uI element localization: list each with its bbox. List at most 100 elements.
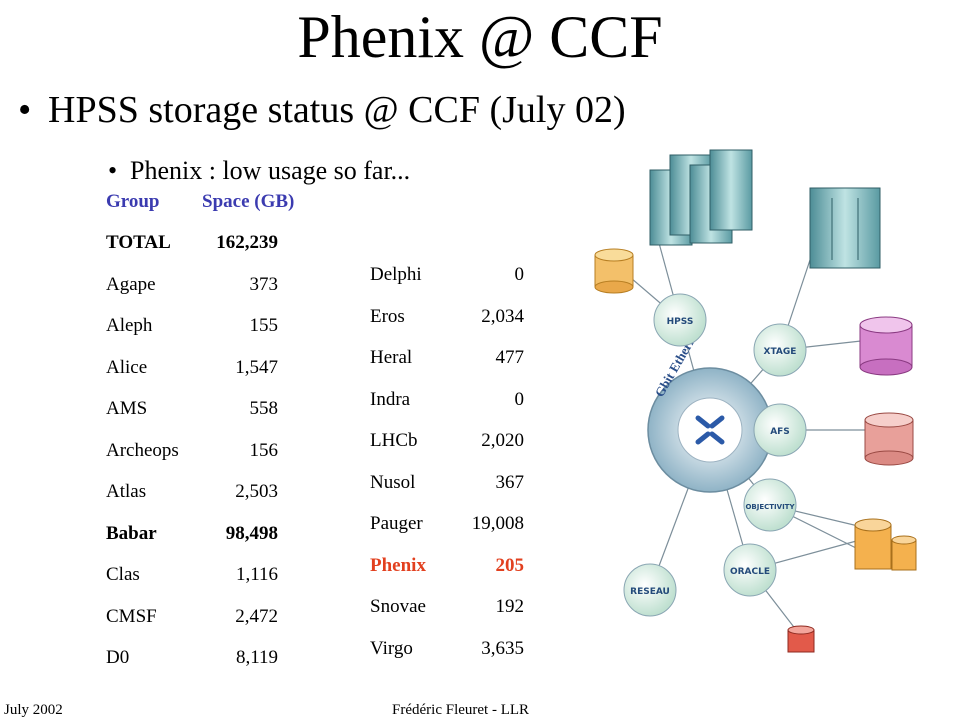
space-value: 205 [495, 554, 525, 576]
footer-author: Frédéric Fleuret - LLR [392, 702, 530, 718]
storage-cylinder-icon [594, 248, 634, 294]
space-value: 156 [249, 439, 279, 461]
group-name: CMSF [106, 605, 157, 627]
right-table-row: Heral 477 [370, 346, 528, 370]
group-name: Atlas [106, 481, 147, 502]
bullet-marker: • [108, 156, 118, 185]
space-value: 162,239 [216, 232, 278, 253]
space-value: 3,635 [481, 637, 524, 659]
space-value: 1,116 [235, 564, 278, 585]
sub-bullet-text: Phenix : low usage so far... [130, 156, 411, 185]
group-name: Agape [106, 273, 156, 295]
node-globe-icon [753, 323, 807, 377]
group-name: Heral [370, 347, 413, 368]
diagram-node: RESEAU [623, 563, 677, 617]
node-label: XTAGE [764, 347, 797, 357]
space-value: 98,498 [225, 522, 278, 544]
node-label: RESEAU [630, 587, 670, 597]
space-value: 1,547 [235, 356, 278, 378]
group-name: Aleph [106, 315, 153, 336]
slide-title: Phenix @ CCF [297, 4, 663, 70]
server-cabinet-icon [809, 187, 881, 269]
group-name: Archeops [106, 439, 179, 461]
diagram-node: XTAGE [753, 323, 807, 377]
left-table-row: Agape 373 [106, 273, 282, 297]
group-name: Delphi [370, 264, 422, 285]
group-name: Snovae [370, 596, 426, 617]
group-name: Phenix [370, 554, 426, 576]
right-table-row: LHCb 2,020 [370, 429, 528, 453]
group-name: Alice [106, 356, 148, 378]
space-value: 477 [495, 347, 525, 368]
storage-cylinder-icon [787, 625, 815, 653]
space-value: 2,472 [235, 605, 278, 627]
right-table-row: Snovae 192 [370, 595, 528, 619]
node-globe-icon [623, 563, 677, 617]
group-name: Clas [106, 564, 140, 585]
space-value: 367 [495, 471, 525, 493]
sub-bullet: • Phenix : low usage so far... [108, 154, 410, 188]
group-name: AMS [106, 398, 148, 419]
left-table-row: TOTAL 162,239 [106, 231, 282, 255]
node-label: AFS [770, 427, 790, 437]
group-name: Nusol [370, 471, 416, 493]
space-value: 19,008 [471, 513, 524, 534]
storage-cylinder-icon [854, 518, 917, 571]
space-value: 2,020 [481, 430, 524, 451]
group-name: TOTAL [106, 232, 171, 253]
left-table-row: CMSF 2,472 [106, 605, 282, 629]
group-name: Virgo [370, 637, 413, 659]
bullet-marker: • [18, 89, 32, 131]
group-name: Babar [106, 522, 157, 544]
right-table-row: Pauger 19,008 [370, 512, 528, 536]
left-table-row: Atlas 2,503 [106, 480, 282, 504]
group-name: D0 [106, 647, 130, 668]
node-globe-icon [743, 478, 797, 532]
space-value: 8,119 [235, 647, 278, 668]
group-name: Pauger [370, 513, 423, 534]
right-table-row: Indra 0 [370, 388, 528, 412]
space-value: 558 [249, 398, 279, 419]
network-diagram: Gbit Ethernet HPSS XTAGE AFS OBJECTIVITY ORA… [594, 149, 917, 653]
space-value: 155 [249, 315, 279, 336]
space-value: 0 [514, 264, 525, 285]
diagram-node: HPSS [653, 293, 707, 347]
space-value: 373 [249, 273, 279, 295]
space-value: 2,503 [235, 481, 278, 502]
diagram-node: AFS [753, 403, 807, 457]
node-globe-icon [653, 293, 707, 347]
node-globe-icon [723, 543, 777, 597]
server-towers-icon [649, 149, 753, 246]
storage-cylinder-icon [859, 316, 913, 376]
group-name: Indra [370, 388, 411, 410]
group-name: Eros [370, 305, 405, 327]
right-table-row: Delphi 0 [370, 263, 528, 287]
diagram-nodes: HPSS XTAGE AFS OBJECTIVITY ORACLE RESEAU [623, 293, 807, 617]
header-group: Group [106, 191, 160, 212]
gbit-ethernet-hub: Gbit Ethernet [647, 324, 773, 493]
header-space: Space (GB) [202, 191, 295, 212]
node-label: ORACLE [730, 567, 770, 577]
footer-date: July 2002 [4, 702, 63, 718]
node-globe-icon [753, 403, 807, 457]
left-table-row: Babar 98,498 [106, 522, 282, 546]
left-table-row: Aleph 155 [106, 314, 282, 338]
diagram-node: OBJECTIVITY [743, 478, 797, 532]
right-table-row: Phenix 205 [370, 554, 528, 578]
space-value: 0 [514, 388, 525, 410]
left-table-row: Alice 1,547 [106, 356, 282, 380]
right-table-row: Nusol 367 [370, 471, 528, 495]
main-bullet: • HPSS storage status @ CCF (July 02) [18, 86, 626, 134]
group-name: LHCb [370, 430, 418, 451]
left-table-row: Clas 1,116 [106, 563, 282, 587]
node-label: OBJECTIVITY [745, 503, 795, 511]
storage-cylinder-icon [864, 412, 914, 466]
left-table-row: D0 8,119 [106, 646, 282, 670]
main-bullet-text: HPSS storage status @ CCF (July 02) [48, 89, 626, 131]
right-table-row: Virgo 3,635 [370, 637, 528, 661]
left-table-row: AMS 558 [106, 397, 282, 421]
space-value: 192 [495, 596, 525, 617]
